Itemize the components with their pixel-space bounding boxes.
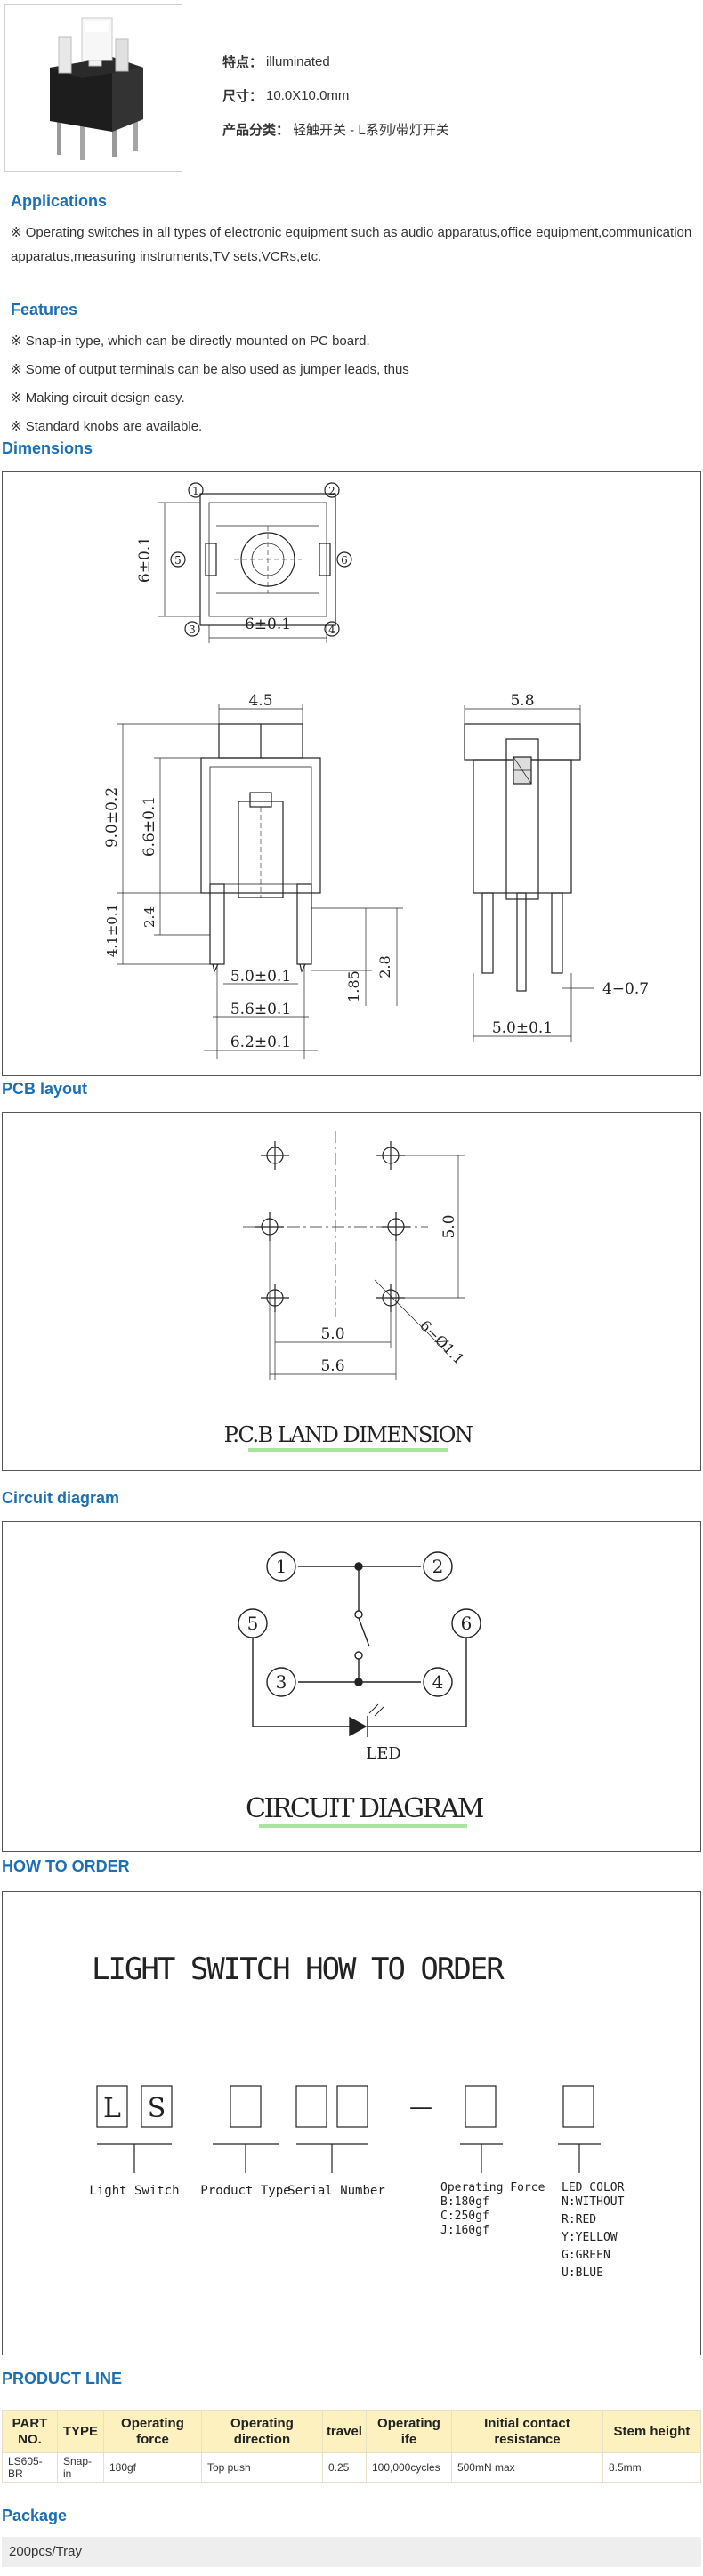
order-heading: LIGHT SWITCH HOW TO ORDER	[92, 1952, 505, 1987]
dim-label: 4−0.7	[602, 980, 649, 998]
pin-label: 5	[174, 554, 182, 567]
table-cell: 180gf	[102, 2452, 202, 2483]
pcb-dim: 6−Ø1.1	[416, 1316, 467, 1367]
dim-label: 5.6±0.1	[230, 1001, 291, 1018]
table-cell: 0.25	[321, 2452, 367, 2483]
column-header: Initial contact resistance	[450, 2410, 603, 2453]
pin-label: 3	[189, 624, 196, 636]
color-option: U:BLUE	[562, 2266, 603, 2280]
dim-label: 1.85	[345, 970, 362, 1002]
dim-label: 6±0.1	[245, 616, 291, 633]
color-option: Y:YELLOW	[562, 2231, 618, 2244]
color-option: N:WITHOUT	[562, 2195, 625, 2209]
column-header: TYPE	[56, 2410, 104, 2453]
table-cell: 500mN max	[450, 2452, 603, 2483]
order-label: Product Type	[200, 2184, 290, 2198]
feature-item: ※ Making circuit design easy.	[11, 390, 185, 406]
order-drawing: LIGHT SWITCH HOW TO ORDER L S — Light Sw…	[2, 1891, 701, 2355]
circuit-caption: CIRCUIT DIAGRAM	[246, 1793, 484, 1824]
applications-text: ※ Operating switches in all types of ele…	[11, 225, 692, 264]
column-header: Operating force	[102, 2410, 202, 2453]
product-info: 特点：illuminated 尺寸：10.0X10.0mm 产品分类：轻触开关 …	[222, 44, 449, 146]
circuit-title: Circuit diagram	[2, 1489, 120, 1507]
product-line-title: PRODUCT LINE	[2, 2370, 122, 2387]
order-label: Serial Number	[287, 2184, 385, 2198]
table-row: LS605-BR Snap-in 180gf Top push 0.25 100…	[2, 2452, 702, 2483]
features-title: Features	[11, 301, 78, 318]
pcb-dim: 5.0	[320, 1325, 344, 1343]
dimensions-title: Dimensions	[2, 439, 93, 457]
table-cell: Snap-in	[56, 2452, 104, 2483]
feature-row: 特点：illuminated	[222, 53, 330, 70]
force-option: B:180gf	[440, 2195, 489, 2209]
dim-label: 5.0±0.1	[492, 1019, 553, 1037]
order-letter: L	[103, 2093, 121, 2124]
table-cell: Top push	[200, 2452, 323, 2483]
force-option: C:250gf	[440, 2210, 489, 2223]
dim-label: 5.0±0.1	[230, 968, 291, 986]
dim-label: 5.8	[510, 692, 534, 710]
circuit-node: 4	[432, 1671, 444, 1693]
order-label: Operating Force	[440, 2181, 545, 2194]
pin-label: 4	[328, 624, 335, 636]
dim-label: 4.5	[248, 692, 272, 710]
pin-label: 6	[341, 554, 348, 567]
order-dash: —	[409, 2094, 432, 2121]
circuit-drawing: 1 2 3 4 5 6 LED CIRCUIT DIAGRAM	[2, 1521, 701, 1852]
pin-label: 1	[192, 485, 199, 497]
pin-label: 2	[328, 485, 335, 497]
package-title: Package	[2, 2507, 68, 2524]
feature-item: ※ Some of output terminals can be also u…	[11, 362, 409, 377]
force-option: J:160gf	[440, 2224, 489, 2237]
table-cell: 100,000cycles	[365, 2452, 452, 2483]
dimensions-drawing: 1 2 3 4 5 6 6±0.1 6±0.1 4.5 9.0±0	[2, 471, 701, 1076]
order-title: HOW TO ORDER	[2, 1857, 130, 1875]
color-option: R:RED	[562, 2213, 596, 2226]
pcb-dim: 5.0	[440, 1214, 458, 1238]
circuit-node: 1	[276, 1556, 287, 1577]
led-label: LED	[366, 1744, 401, 1763]
size-row: 尺寸：10.0X10.0mm	[222, 87, 350, 104]
product-image	[4, 4, 182, 172]
table-cell: 8.5mm	[602, 2452, 702, 2483]
pcb-drawing: 5.0 5.0 5.6 6−Ø1.1 P.C.B LAND DIMENSION	[2, 1112, 701, 1471]
feature-item: ※ Standard knobs are available.	[11, 419, 203, 434]
column-header: Operating ife	[365, 2410, 452, 2453]
column-header: Operating direction	[200, 2410, 323, 2453]
dim-label: 9.0±0.2	[103, 787, 121, 848]
order-label: LED COLOR	[562, 2181, 625, 2194]
package-value: 200pcs/Tray	[2, 2537, 701, 2567]
dim-label: 6.2±0.1	[230, 1034, 291, 1051]
dim-label: 6.6±0.1	[141, 796, 158, 857]
order-letter: S	[148, 2093, 166, 2124]
feature-item: ※ Snap-in type, which can be directly mo…	[11, 334, 370, 349]
circuit-node: 6	[461, 1613, 473, 1634]
circuit-node: 2	[432, 1556, 444, 1577]
product-line-table: PART NO. TYPE Operating force Operating …	[2, 2410, 702, 2483]
column-header: travel	[321, 2410, 367, 2453]
applications-title: Applications	[11, 192, 108, 210]
dim-label: 2.4	[141, 906, 158, 928]
dim-label: 6±0.1	[136, 536, 154, 583]
table-cell: LS605-BR	[2, 2452, 58, 2483]
pcb-dim: 5.6	[320, 1357, 344, 1375]
category-row: 产品分类：轻触开关 - L系列/带灯开关	[222, 121, 449, 138]
order-label: Light Switch	[89, 2184, 179, 2198]
color-option: G:GREEN	[562, 2249, 610, 2262]
dim-label: 2.8	[376, 955, 393, 978]
circuit-node: 5	[247, 1613, 259, 1634]
table-header-row: PART NO. TYPE Operating force Operating …	[2, 2410, 702, 2453]
pcb-caption: P.C.B LAND DIMENSION	[224, 1422, 473, 1447]
column-header: Stem height	[602, 2410, 702, 2453]
circuit-node: 3	[276, 1671, 287, 1693]
pcb-title: PCB layout	[2, 1080, 88, 1098]
dim-label: 4.1±0.1	[104, 904, 120, 957]
tact-switch-photo	[50, 17, 143, 160]
column-header: PART NO.	[2, 2410, 58, 2453]
